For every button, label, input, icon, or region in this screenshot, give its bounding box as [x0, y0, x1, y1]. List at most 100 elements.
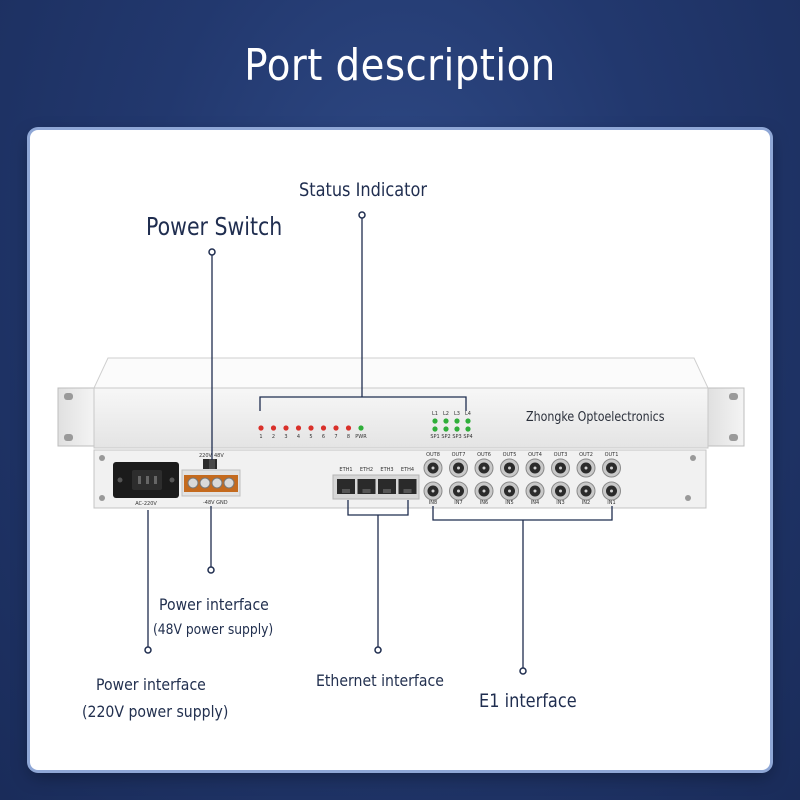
speed-led-sp4 [465, 426, 471, 432]
e1-in-label: IN7 [454, 500, 462, 506]
e1-in-label: IN6 [480, 500, 488, 506]
ethernet-port-4[interactable] [398, 479, 417, 494]
bnc-pin [457, 466, 460, 470]
bnc-pin [610, 466, 613, 470]
label-power-48v-title: Power interface [159, 595, 269, 614]
brand-label: Zhongke Optoelectronics [526, 410, 665, 425]
chassis-top [93, 357, 709, 389]
speed-led-label: SP3 [452, 434, 461, 440]
status-led-label: 5 [309, 434, 312, 440]
e1-out-label: OUT4 [528, 452, 542, 458]
e1-in-label: IN1 [607, 500, 615, 506]
link-led-label: L3 [454, 411, 460, 417]
eth-callout-dot [374, 646, 382, 654]
speed-led-sp2 [443, 426, 449, 432]
ethernet-port-latch [383, 489, 391, 493]
status-led-8 [345, 425, 352, 431]
screw [99, 495, 105, 501]
status-led-label: 2 [272, 434, 275, 440]
speed-led-sp3 [454, 426, 460, 432]
link-led-label: L4 [465, 411, 471, 417]
link-led-l4 [465, 418, 471, 424]
status-led-label: PWR [355, 434, 367, 440]
ethernet-port-1[interactable] [337, 479, 355, 494]
status-led-4 [295, 425, 302, 431]
bnc-pin [559, 466, 562, 470]
ethernet-port-latch [342, 489, 350, 493]
status-callout-dot [358, 211, 366, 219]
e1-connector-group: OUT8IN8OUT7IN7OUT6IN6OUT5IN5OUT4IN4OUT3I… [423, 452, 621, 506]
e1-out-label: OUT2 [579, 452, 593, 458]
link-led-l1 [432, 418, 438, 424]
bnc-pin [508, 489, 511, 493]
bnc-pin [584, 489, 588, 493]
switch-mark-48v: 48V [214, 453, 224, 459]
status-led-1 [258, 425, 264, 431]
status-led-label: 6 [322, 434, 325, 440]
status-led-label: 7 [334, 434, 337, 440]
status-led-6 [320, 425, 327, 431]
label-e1-interface: E1 interface [479, 690, 577, 712]
e1-out-label: OUT3 [554, 452, 568, 458]
bnc-pin [533, 466, 537, 470]
dc-terminal-block: -48V GND [181, 469, 241, 506]
e1-in-label: IN5 [505, 500, 513, 506]
switch-callout-dot [208, 248, 216, 256]
e1-out-label: OUT7 [452, 452, 466, 458]
ac-power-socket: AC-220V [113, 462, 179, 507]
e1-in-label: IN3 [556, 500, 564, 506]
dc-label: -48V GND [203, 500, 228, 506]
bnc-pin [431, 466, 435, 470]
link-led-l2 [443, 418, 449, 424]
link-led-label: L1 [432, 411, 438, 417]
status-led-2 [270, 425, 277, 431]
speed-led-sp1 [432, 426, 438, 432]
bnc-pin [431, 489, 435, 493]
page-title: Port description [244, 40, 556, 91]
callout-lines [147, 216, 613, 669]
power48-callout-dot [207, 566, 215, 574]
ethernet-port-label: ETH4 [401, 467, 414, 473]
ethernet-port-label: ETH1 [339, 467, 352, 473]
bnc-pin [559, 489, 562, 493]
link-led-label: L2 [443, 411, 449, 417]
link-led-l3 [454, 418, 460, 424]
ethernet-port-2[interactable] [357, 479, 376, 494]
e1-in-label: IN8 [429, 500, 437, 506]
status-led-label: 8 [347, 434, 350, 440]
ethernet-port-3[interactable] [378, 479, 396, 494]
chassis-front [93, 387, 709, 449]
label-power-switch: Power Switch [146, 212, 283, 241]
bnc-pin [482, 489, 486, 493]
bnc-pin [482, 466, 486, 470]
ethernet-port-latch [403, 489, 412, 493]
status-led-pwr [358, 425, 364, 431]
status-led-7 [333, 425, 339, 431]
status-led-5 [308, 425, 314, 431]
bnc-pin [584, 466, 588, 470]
status-led-3 [283, 425, 289, 431]
rack-ear-left [57, 387, 95, 447]
status-bracket [259, 396, 467, 411]
label-power-220v-title: Power interface [96, 675, 206, 694]
screw [685, 495, 691, 501]
e1-in-label: IN2 [582, 500, 590, 506]
bnc-pin [533, 489, 537, 493]
bnc-pin [508, 466, 511, 470]
status-led-label: 3 [284, 434, 287, 440]
power-switch[interactable]: 220V 48V [199, 453, 224, 469]
e1-out-label: OUT5 [503, 452, 517, 458]
rack-ear-right [707, 387, 745, 447]
screw [99, 455, 105, 461]
speed-led-label: SP1 [430, 434, 439, 440]
e1-out-label: OUT8 [426, 452, 440, 458]
power220-callout-dot [144, 646, 152, 654]
speed-led-label: SP4 [463, 434, 472, 440]
screw [690, 455, 696, 461]
ethernet-port-label: ETH2 [360, 467, 373, 473]
ethernet-port-latch [362, 489, 371, 493]
label-power-220v-sub: (220V power supply) [82, 702, 229, 721]
